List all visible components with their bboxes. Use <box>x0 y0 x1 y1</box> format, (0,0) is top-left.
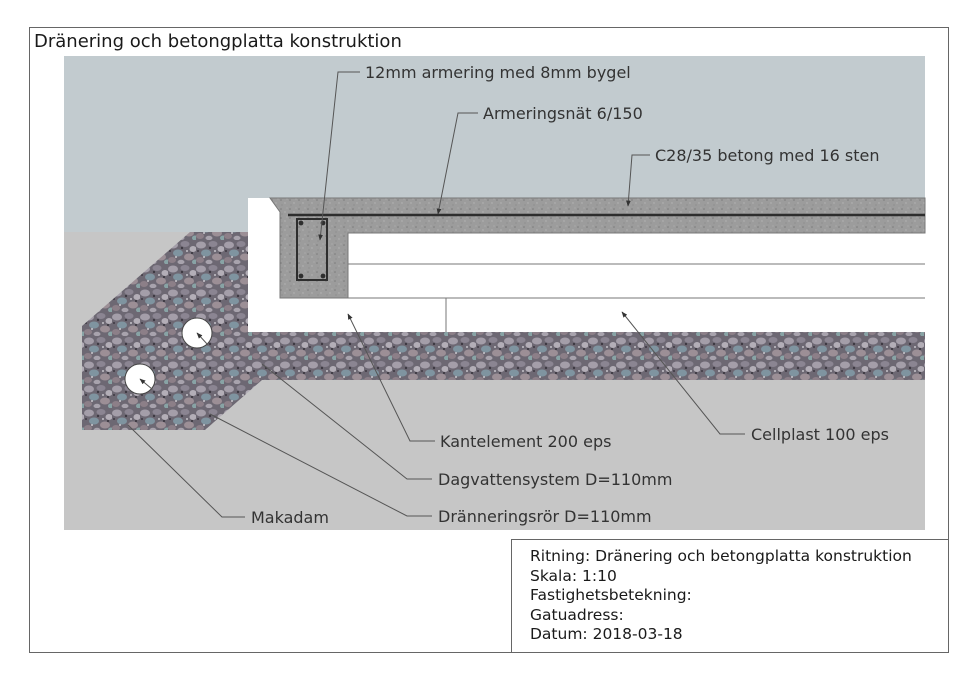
rebar <box>320 273 326 279</box>
title-block-skala: Skala: 1:10 <box>530 566 617 585</box>
title-block-gatuadress: Gatuadress: <box>530 605 624 624</box>
title-block-ritning: Ritning: Dränering och betongplatta kons… <box>530 547 912 565</box>
page-title: Dränering och betongplatta konstruktion <box>34 31 402 52</box>
leader-betong <box>626 154 650 207</box>
label-makadam: Makadam <box>251 508 329 527</box>
leader-makadam <box>127 424 245 518</box>
leader-dagvatten <box>261 363 432 480</box>
pipe-pointer <box>196 332 209 346</box>
leader-dranering <box>209 413 432 517</box>
label-dranering: Dränneringsrör D=110mm <box>438 507 652 526</box>
label-kantelement: Kantelement 200 eps <box>440 432 611 451</box>
label-armering: 12mm armering med 8mm bygel <box>365 63 631 82</box>
concrete-slab <box>269 197 926 299</box>
leader-armering <box>318 71 360 241</box>
leader-nat <box>436 112 478 215</box>
drawing-sheet-border <box>29 27 949 653</box>
label-cellplast: Cellplast 100 eps <box>751 425 889 444</box>
title-block: Ritning: Dränering och betongplatta kons… <box>511 539 949 653</box>
pipe-pointer <box>139 378 153 390</box>
label-betong: C28/35 betong med 16 sten <box>655 146 880 165</box>
label-dagvatten: Dagvattensystem D=110mm <box>438 470 672 489</box>
title-block-fastighet: Fastighetsbetekning: <box>530 586 692 604</box>
title-block-datum: Datum: 2018-03-18 <box>530 625 683 643</box>
leader-cellplast <box>621 311 745 435</box>
rebar <box>298 273 304 279</box>
stirrup <box>296 218 328 281</box>
rebar <box>298 220 304 226</box>
leader-kantelement <box>347 313 435 442</box>
gravel-bed <box>82 232 925 430</box>
label-nat: Armeringsnät 6/150 <box>483 104 643 123</box>
